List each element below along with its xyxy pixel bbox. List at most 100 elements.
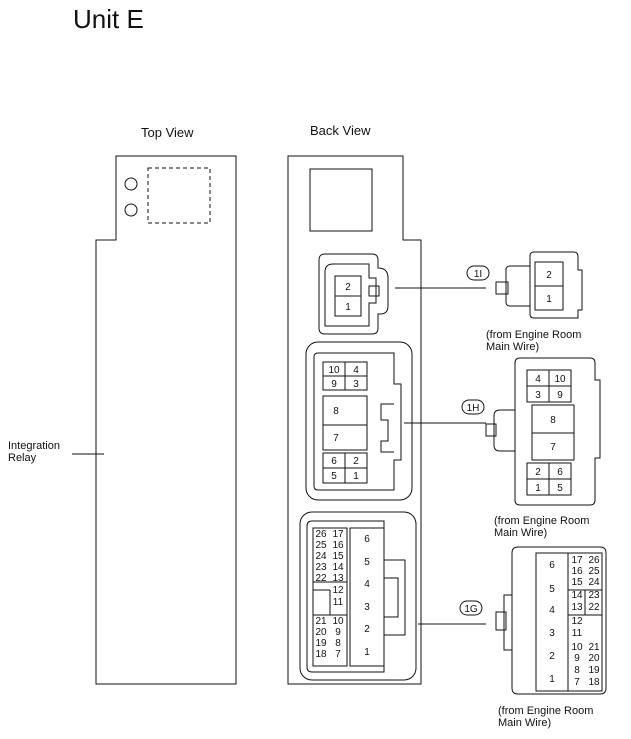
pin-label: 8 <box>333 406 339 417</box>
back-1h-cell-1 <box>344 467 368 484</box>
pin-label: 12 <box>332 585 344 596</box>
pin-label: 13 <box>571 602 583 613</box>
pin-label: 24 <box>588 577 600 588</box>
back-view-outline <box>287 155 422 685</box>
pin-label: 19 <box>588 665 600 676</box>
back-1h-inner <box>313 352 402 491</box>
top-view-outline <box>95 155 237 685</box>
pin-label: 14 <box>332 562 344 573</box>
tag-1i: 1I <box>474 269 482 280</box>
pin-label: 21 <box>315 616 327 627</box>
pin-label: 20 <box>315 627 327 638</box>
pin-label: 23 <box>588 590 600 601</box>
back-1i-inner <box>324 263 377 327</box>
pin-label: 16 <box>571 566 583 577</box>
pin-label: 5 <box>549 584 555 595</box>
front-1i-cell-1 <box>534 285 564 311</box>
pin-label: 5 <box>331 471 337 482</box>
pin-label: 10 <box>571 642 583 653</box>
page-title: Unit E <box>73 4 144 34</box>
pin-label: 22 <box>315 573 327 584</box>
pin-label: 5 <box>364 557 370 568</box>
pin-label: 15 <box>571 577 583 588</box>
front-1i-housing <box>529 251 583 319</box>
pin-label: 14 <box>571 590 583 601</box>
connector-1h-note-line1: (from Engine Room <box>494 515 590 527</box>
pin-label: 9 <box>335 627 341 638</box>
pin-label: 10 <box>332 616 344 627</box>
pin-label: 8 <box>550 415 556 426</box>
tag-1h-outline <box>461 399 485 415</box>
tag-1g: 1G <box>464 604 478 615</box>
connector-1h-note-line2: Main Wire) <box>494 527 548 539</box>
back-1h-cell-7 <box>322 424 368 451</box>
tag-1g-outline <box>459 600 483 616</box>
pin-label: 1 <box>345 302 351 313</box>
pin-label: 17 <box>332 529 344 540</box>
pin-label: 2 <box>353 456 359 467</box>
back-1h-cell-3 <box>344 375 368 391</box>
pin-label: 2 <box>546 270 552 281</box>
pin-label: 9 <box>331 379 337 390</box>
front-1h-cell-7 <box>531 432 575 461</box>
pin-label: 6 <box>331 456 337 467</box>
pin-label: 11 <box>333 597 344 608</box>
back-1i-housing <box>318 253 389 335</box>
pin-label: 9 <box>574 653 580 664</box>
tag-1h: 1H <box>467 403 480 414</box>
connector-1i-note-line1: (from Engine Room <box>486 329 582 341</box>
pin-label: 4 <box>535 374 541 385</box>
pin-label: 5 <box>557 483 563 494</box>
pin-label: 26 <box>315 529 327 540</box>
back-view-label: Back View <box>310 123 371 138</box>
pin-label: 25 <box>588 566 600 577</box>
pin-label: 18 <box>588 677 600 688</box>
pin-label: 17 <box>571 555 583 566</box>
pin-label: 1 <box>549 674 555 685</box>
top-view-label: Top View <box>141 125 194 140</box>
front-1g-housing <box>511 546 607 695</box>
pin-label: 15 <box>332 551 344 562</box>
pin-label: 1 <box>546 294 552 305</box>
pin-label: 7 <box>335 649 341 660</box>
pin-label: 7 <box>550 442 556 453</box>
pin-label: 1 <box>353 471 359 482</box>
back-1h-cell-8 <box>322 395 368 426</box>
top-view-hole-1 <box>124 177 138 191</box>
pin-label: 11 <box>572 628 583 639</box>
back-1i-cell-1 <box>334 295 362 317</box>
pin-label: 16 <box>332 540 344 551</box>
pin-label: 24 <box>315 551 327 562</box>
top-view-dashed-box <box>147 167 211 224</box>
pin-label: 2 <box>535 467 541 478</box>
back-1h-outer <box>305 341 413 501</box>
pin-label: 9 <box>557 390 563 401</box>
back-1g-outer <box>299 511 417 681</box>
front-1h-cell-5 <box>548 478 572 496</box>
pin-label: 7 <box>574 677 580 688</box>
relay-label-line1: Integration <box>8 440 60 452</box>
pin-label: 1 <box>535 483 541 494</box>
pin-label: 3 <box>549 628 555 639</box>
top-view-hole-2 <box>124 203 138 217</box>
pin-label: 6 <box>549 560 555 571</box>
pin-label: 1 <box>364 647 370 658</box>
pin-label: 6 <box>364 534 370 545</box>
pin-label: 3 <box>535 390 541 401</box>
pin-label: 3 <box>353 379 359 390</box>
back-view-square <box>309 168 373 232</box>
pin-label: 6 <box>557 467 563 478</box>
pin-label: 20 <box>588 653 600 664</box>
pin-label: 21 <box>588 642 600 653</box>
pin-label: 22 <box>588 602 600 613</box>
pin-label: 8 <box>335 638 341 649</box>
relay-label-line2: Relay <box>8 452 37 464</box>
front-1h-cell-9 <box>548 385 572 403</box>
pin-label: 4 <box>353 365 359 376</box>
pin-label: 7 <box>333 433 339 444</box>
front-1h-housing <box>514 357 601 506</box>
pin-label: 3 <box>364 602 370 613</box>
pin-label: 18 <box>315 649 327 660</box>
connector-1i-note-line2: Main Wire) <box>486 341 540 353</box>
